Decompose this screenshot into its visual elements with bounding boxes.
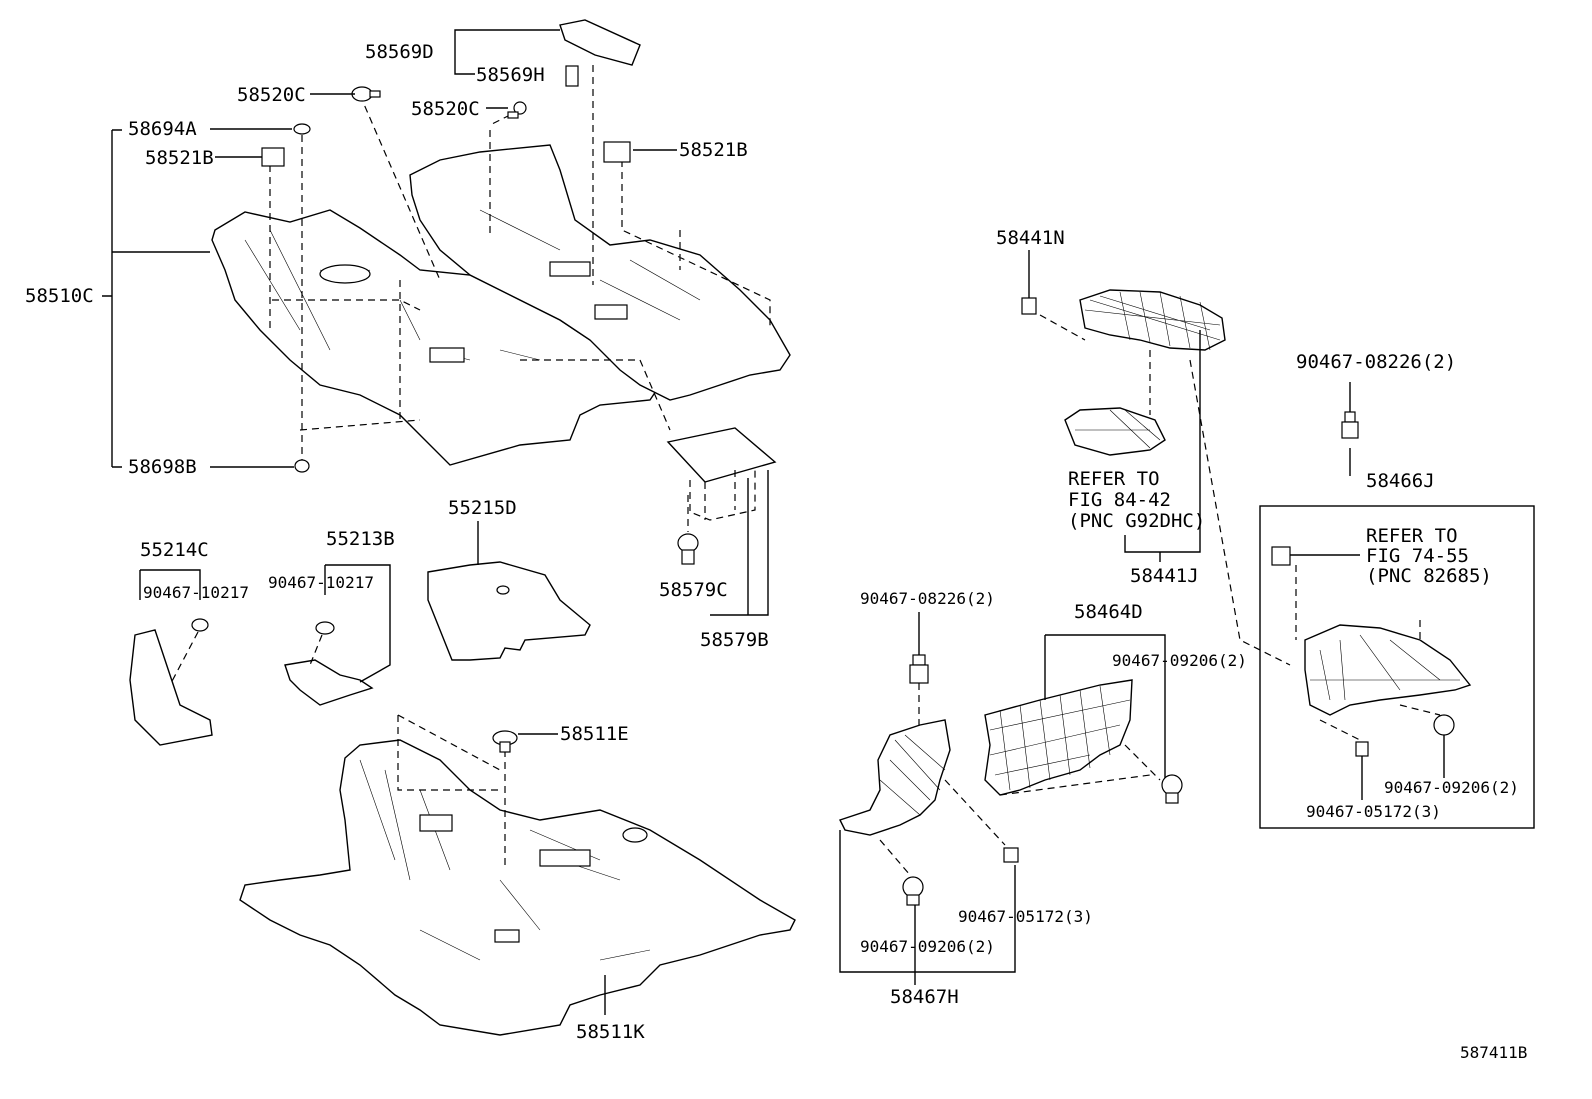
clip-58441n (1021, 297, 1037, 315)
label-58694a: 58694A (128, 118, 197, 140)
trim-58464d (984, 679, 1133, 796)
carpet-pad-58579b (666, 427, 777, 521)
clip-58579c (677, 533, 699, 565)
clip-58521b-left (261, 147, 285, 167)
clip-90467-09206-box (1433, 714, 1455, 736)
clip-58569h (565, 65, 579, 87)
label-58569h: 58569H (476, 64, 545, 86)
label-58511k: 58511K (576, 1021, 645, 1043)
label-58511e: 58511E (560, 723, 629, 745)
label-90467-08226-left: 90467-08226(2) (860, 589, 995, 608)
fastener-90467-08226-left (909, 654, 929, 684)
label-58698b: 58698B (128, 456, 197, 478)
label-58467h: 58467H (890, 986, 959, 1008)
label-58510c: 58510C (25, 285, 94, 307)
clip-90467-05172-box (1355, 741, 1369, 757)
label-90467-09206-box: 90467-09206(2) (1384, 778, 1519, 797)
silencer-55214c (129, 618, 213, 746)
label-58520c-right: 58520C (411, 98, 480, 120)
label-58520c-left: 58520C (237, 84, 306, 106)
label-55215d: 55215D (448, 497, 517, 519)
refer-square-74-55 (1271, 546, 1291, 566)
label-refer1-line2: FIG 84-42 (1068, 489, 1171, 511)
label-58521b-right: 58521B (679, 139, 748, 161)
floor-carpet-58511k (239, 739, 796, 1036)
label-55213b: 55213B (326, 528, 395, 550)
label-58521b-left: 58521B (145, 147, 214, 169)
label-58569d: 58569D (365, 41, 434, 63)
clip-58698b (294, 459, 310, 473)
trim-58467h (839, 719, 951, 836)
clip-58694a (293, 123, 311, 135)
plug-58520c-right (507, 101, 527, 119)
label-90467-09206-left: 90467-09206(2) (860, 937, 995, 956)
floor-carpet-rear-upper (211, 209, 661, 466)
label-58579c: 58579C (659, 579, 728, 601)
label-90467-08226-right: 90467-08226(2) (1296, 351, 1456, 373)
label-58464d: 58464D (1074, 601, 1143, 623)
label-90467-10217-a: 90467-10217 (143, 583, 249, 602)
label-refer2-line2: FIG 74-55 (1366, 545, 1469, 567)
label-58466j: 58466J (1366, 470, 1435, 492)
label-58441n: 58441N (996, 227, 1065, 249)
silencer-55213b (284, 621, 374, 706)
label-90467-05172-left: 90467-05172(3) (958, 907, 1093, 926)
group-box-58466j (1259, 505, 1535, 829)
trim-58466j (1304, 624, 1472, 716)
label-refer2-line3: (PNC 82685) (1366, 565, 1492, 587)
plug-58511e (492, 730, 518, 753)
label-refer2-line1: REFER TO (1366, 525, 1458, 547)
clip-90467-09206-left (902, 876, 924, 906)
floor-carpet-front-upper (409, 144, 791, 401)
label-55214c: 55214C (140, 539, 209, 561)
label-90467-10217-b: 90467-10217 (268, 573, 374, 592)
clip-90467-09206-panel (1161, 774, 1183, 804)
label-58441j: 58441J (1130, 565, 1199, 587)
figure-id: 587411B (1460, 1043, 1527, 1062)
clip-58521b-right (603, 141, 631, 163)
label-refer1-line1: REFER TO (1068, 468, 1160, 490)
fastener-90467-08226-right (1341, 411, 1359, 439)
silencer-55215d (427, 561, 591, 661)
cover-58569d (559, 19, 641, 66)
label-90467-09206-panel: 90467-09206(2) (1112, 651, 1247, 670)
trim-refer-84-42 (1064, 407, 1166, 456)
plug-58520c-left (351, 86, 381, 102)
label-58579b: 58579B (700, 629, 769, 651)
trim-58441j (1079, 289, 1226, 351)
label-refer1-line3: (PNC G92DHC) (1068, 510, 1205, 532)
label-90467-05172-box: 90467-05172(3) (1306, 802, 1441, 821)
clip-90467-05172-left (1003, 847, 1019, 863)
